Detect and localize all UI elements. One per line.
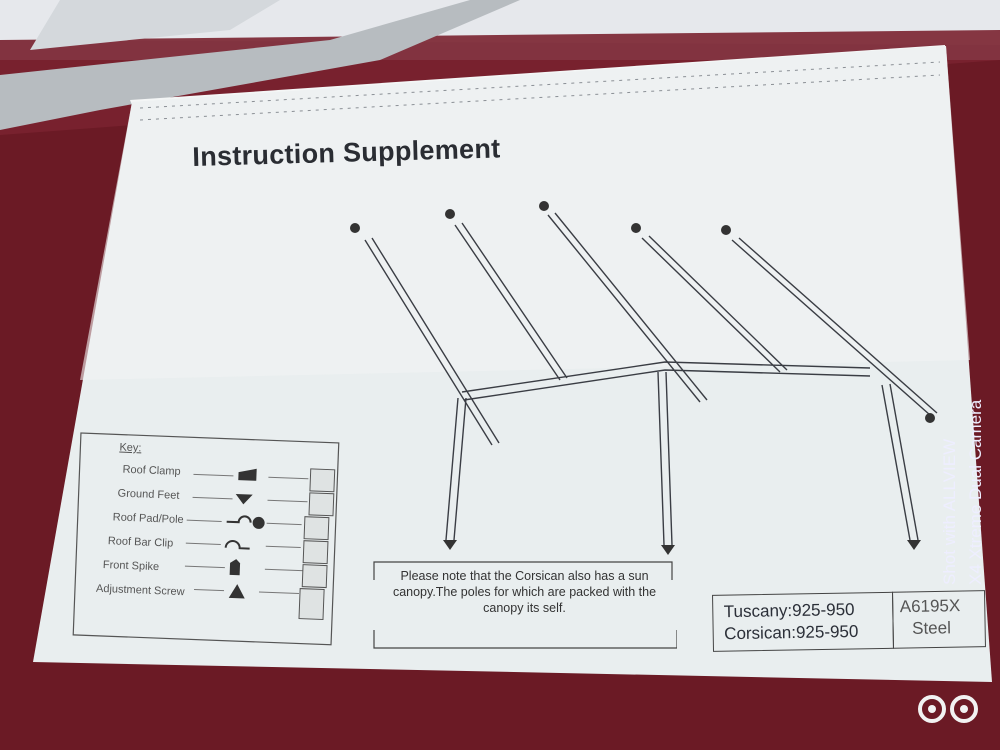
key-heading: Key:: [119, 441, 142, 455]
watermark-line1: Shot with ALLVIEW: [940, 438, 959, 585]
spec-code: A6195X: [899, 596, 961, 617]
note-box: Please note that the Corsican also has a…: [372, 560, 677, 650]
key-item-ground-feet: Ground Feet: [117, 487, 180, 502]
watermark-line2: X4 Xtreme Dual Camera: [966, 399, 985, 585]
key-legend: Key: Roof Clamp Ground Feet Roof Pad/Pol…: [72, 432, 342, 647]
key-item-roof-bar-clip: Roof Bar Clip: [107, 535, 174, 550]
spec-corsican: Corsican:925-950: [724, 621, 859, 644]
roof-pad-icons: [350, 201, 935, 423]
spec-material: Steel: [911, 618, 952, 638]
spec-box: Tuscany:925-950 Corsican:925-950 A6195X …: [712, 590, 991, 653]
ground-feet-icons: [443, 540, 921, 555]
gray-strap: [0, 0, 520, 130]
key-item-front-spike: Front Spike: [102, 558, 160, 574]
spec-tuscany: Tuscany:925-950: [723, 599, 855, 622]
camera-lens-logo-icon: [918, 695, 978, 723]
key-item-roof-clamp: Roof Clamp: [122, 463, 181, 478]
camera-watermark: Shot with ALLVIEW X4 Xtreme Dual Camera: [940, 385, 1000, 585]
note-text: Please note that the Corsican also has a…: [392, 569, 657, 615]
